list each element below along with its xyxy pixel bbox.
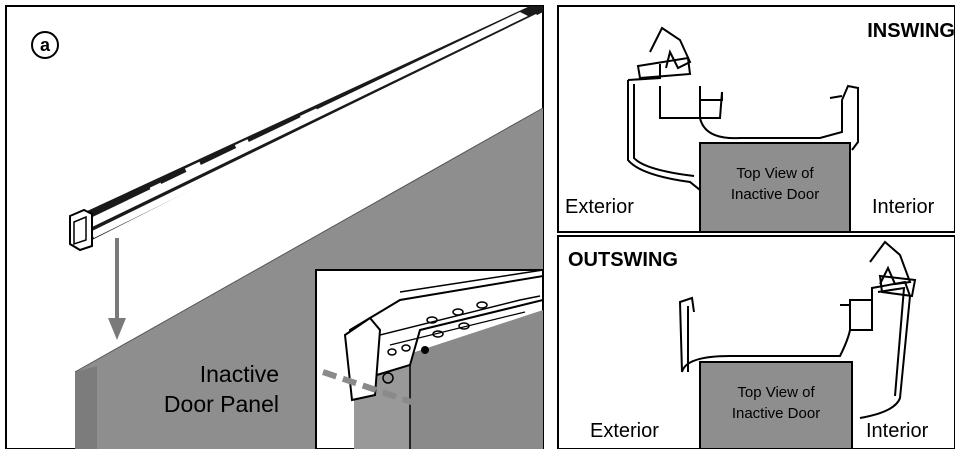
inswing-latch [636, 56, 692, 80]
header-rail [69, 6, 543, 252]
inswing-door-label-line1: Top View of [736, 165, 814, 182]
inset-hole [382, 372, 394, 384]
outswing-interior-wall [859, 280, 912, 419]
door-panel-edge [75, 366, 97, 449]
inset-hole [432, 330, 444, 338]
rail-slot [149, 182, 163, 193]
outswing-door-block [699, 361, 853, 450]
inswing-panel: INSWING Top View of Inactive Door Exteri… [557, 5, 955, 233]
outswing-title: OUTSWING [568, 249, 678, 271]
inswing-exterior-label: Exterior [565, 196, 634, 218]
outswing-interior-wall-inner [877, 286, 906, 397]
outswing-door-label-line1: Top View of [737, 384, 815, 401]
install-arrow [108, 238, 126, 340]
inset-rail-top [399, 269, 544, 293]
inset-rail-ridge [379, 295, 541, 336]
inswing-door-label-line2: Inactive Door [731, 186, 819, 203]
inswing-title: INSWING [867, 20, 955, 42]
inset-hole [476, 301, 488, 309]
rail-slot [184, 161, 202, 174]
door-panel-label-line2: Door Panel [164, 391, 279, 417]
inswing-interior-tab [829, 95, 843, 99]
outswing-floor [681, 329, 851, 373]
inswing-channel [659, 86, 701, 119]
inset-hole [452, 308, 464, 316]
step-badge: a [31, 31, 59, 59]
outswing-panel: OUTSWING Top View of Inactive Door Exter… [557, 235, 955, 450]
arrow-head [108, 318, 126, 340]
outswing-door-label-line2: Inactive Door [732, 405, 820, 422]
inswing-profile [627, 26, 859, 220]
inswing-interior-wall [841, 84, 859, 151]
outswing-exterior-label: Exterior [590, 420, 659, 442]
inswing-interior-label: Interior [872, 196, 935, 218]
step-badge-circle [31, 31, 59, 59]
inswing-door-block [699, 142, 851, 233]
rail-highlight [82, 12, 528, 228]
inset-hole [426, 316, 438, 324]
inswing-interior-floor [699, 100, 843, 140]
rail-slot [299, 108, 319, 121]
outswing-exterior-wall [678, 296, 695, 373]
inswing-channel-lip [700, 91, 723, 119]
inswing-exterior-wall [627, 80, 701, 220]
inset-screw [421, 346, 429, 354]
rail-end-cap-inner [73, 215, 87, 246]
step-label: a [40, 35, 51, 55]
inset-hole [458, 322, 470, 330]
outswing-weatherstrip [869, 240, 912, 286]
rail-slot [429, 48, 447, 61]
inset-hole [387, 348, 397, 356]
left-panel: a Inactive Door Panel [5, 5, 544, 450]
outswing-interior-label: Interior [866, 420, 929, 442]
door-panel-label-line1: Inactive [200, 361, 279, 387]
outswing-profile [678, 240, 917, 419]
inset-hole [401, 344, 411, 352]
inswing-weatherstrip [649, 26, 692, 70]
door-top-edge [74, 107, 544, 373]
detail-inset [315, 269, 544, 450]
rail-slot [234, 139, 250, 150]
outswing-latch [878, 274, 917, 298]
inset-rail-ridge2 [389, 311, 526, 346]
rail-highlight-lower [90, 14, 540, 238]
inswing-exterior-wall-inner [633, 84, 695, 177]
inswing-top-ledge [627, 64, 661, 81]
